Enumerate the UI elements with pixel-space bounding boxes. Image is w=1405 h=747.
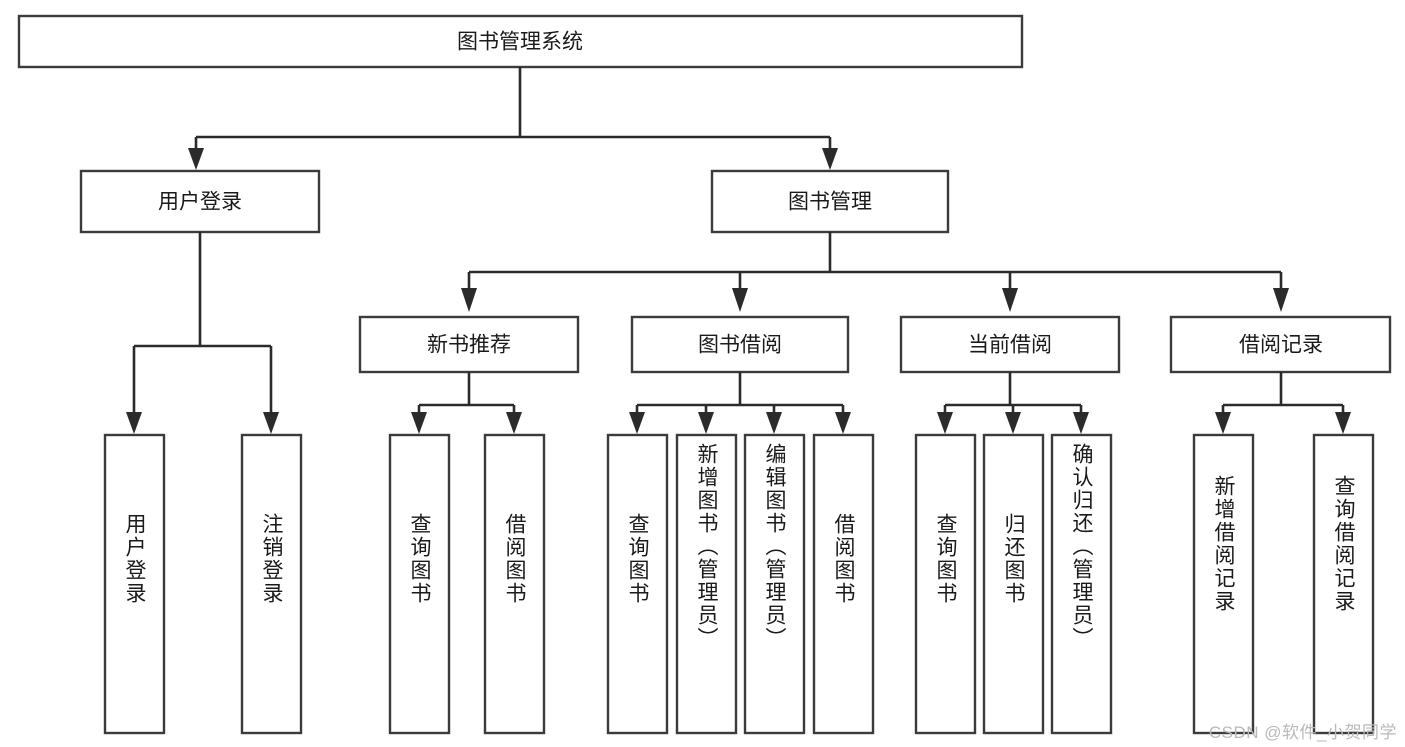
node-borrow-record[interactable]: 借阅记录: [1169, 315, 1392, 374]
node-root-label: 图书管理系统: [457, 31, 583, 54]
leaf-label-cell-logout: 注销登录: [242, 435, 301, 733]
leaf-label-cell-edit-book: 编辑图书（管理员）: [745, 435, 804, 733]
node-book-management-label: 图书管理: [788, 191, 872, 214]
leaf-label-query-book-3: 查询图书: [934, 513, 957, 605]
connector-book-management-to-level3: [461, 232, 1289, 312]
leaf-label-confirm-return: 确认归还（管理员）: [1070, 443, 1093, 650]
leaf-box-borrow-book-2[interactable]: [812, 433, 875, 735]
leaf-boxes: [103, 433, 1375, 735]
connector-root-to-level2: [188, 67, 838, 170]
leaf-label-add-book: 新增图书（管理员）: [695, 443, 718, 650]
leaf-label-cell-add-book: 新增图书（管理员）: [677, 435, 736, 733]
node-book-management[interactable]: 图书管理: [710, 169, 950, 234]
leaf-label-cell-confirm-return: 确认归还（管理员）: [1052, 435, 1111, 733]
leaf-label-cell-add-record: 新增借阅记录: [1194, 435, 1253, 733]
leaf-label-cell-query-book-3: 查询图书: [916, 435, 975, 733]
leaf-label-cell-query-book-2: 查询图书: [608, 435, 667, 733]
leaf-label-cell-borrow-book-2: 借阅图书: [814, 435, 873, 733]
leaf-box-logout[interactable]: [240, 433, 303, 735]
leaf-box-borrow-book-1[interactable]: [483, 433, 546, 735]
connector-borrow-record-to-leaves: [1215, 372, 1351, 434]
leaf-label-cell-query-book-1: 查询图书: [390, 435, 449, 733]
leaf-box-confirm-return[interactable]: [1050, 433, 1113, 735]
leaf-label-borrow-book-1: 借阅图书: [503, 513, 526, 605]
node-borrow-record-label: 借阅记录: [1239, 334, 1323, 357]
node-current-borrow[interactable]: 当前借阅: [899, 315, 1121, 374]
leaf-box-add-record[interactable]: [1192, 433, 1255, 735]
leaf-label-query-record: 查询借阅记录: [1332, 475, 1355, 613]
leaf-box-return-book[interactable]: [982, 433, 1045, 735]
connector-new-book-recommend-to-leaves: [411, 372, 522, 434]
leaf-label-cell-return-book: 归还图书: [984, 435, 1043, 733]
node-user-login-label: 用户登录: [158, 191, 242, 214]
leaf-label-user-login: 用户登录: [123, 513, 146, 605]
leaf-box-query-book-3[interactable]: [914, 433, 977, 735]
leaf-box-edit-book[interactable]: [743, 433, 806, 735]
csdn-watermark: CSDN @软件_小贺同学: [1208, 723, 1397, 742]
node-new-book-recommend[interactable]: 新书推荐: [358, 315, 580, 374]
leaf-label-logout: 注销登录: [260, 513, 283, 605]
leaf-label-query-book-2: 查询图书: [626, 513, 649, 605]
leaf-label-add-record: 新增借阅记录: [1212, 475, 1235, 613]
leaf-box-add-book[interactable]: [675, 433, 738, 735]
node-current-borrow-label: 当前借阅: [968, 334, 1052, 357]
connector-user-login-to-leaves: [126, 232, 279, 434]
connector-book-borrow-to-leaves: [629, 372, 851, 434]
leaf-label-borrow-book-2: 借阅图书: [832, 513, 855, 605]
leaf-label-edit-book: 编辑图书（管理员）: [763, 443, 786, 650]
leaf-label-cell-borrow-book-1: 借阅图书: [485, 435, 544, 733]
leaf-label-cell-query-record: 查询借阅记录: [1314, 435, 1373, 733]
leaf-label-query-book-1: 查询图书: [408, 513, 431, 605]
node-new-book-recommend-label: 新书推荐: [427, 334, 511, 357]
node-user-login[interactable]: 用户登录: [79, 169, 321, 234]
leaf-box-user-login[interactable]: [103, 433, 166, 735]
connector-current-borrow-to-leaves: [937, 372, 1089, 434]
node-root[interactable]: 图书管理系统: [17, 14, 1024, 69]
leaf-label-cell-user-login: 用户登录: [105, 435, 164, 733]
node-book-borrow-label: 图书借阅: [698, 334, 782, 357]
node-book-borrow[interactable]: 图书借阅: [630, 315, 850, 374]
leaf-box-query-book-1[interactable]: [388, 433, 451, 735]
leaf-label-return-book: 归还图书: [1002, 513, 1025, 605]
leaf-box-query-book-2[interactable]: [606, 433, 669, 735]
leaf-box-query-record[interactable]: [1312, 433, 1375, 735]
